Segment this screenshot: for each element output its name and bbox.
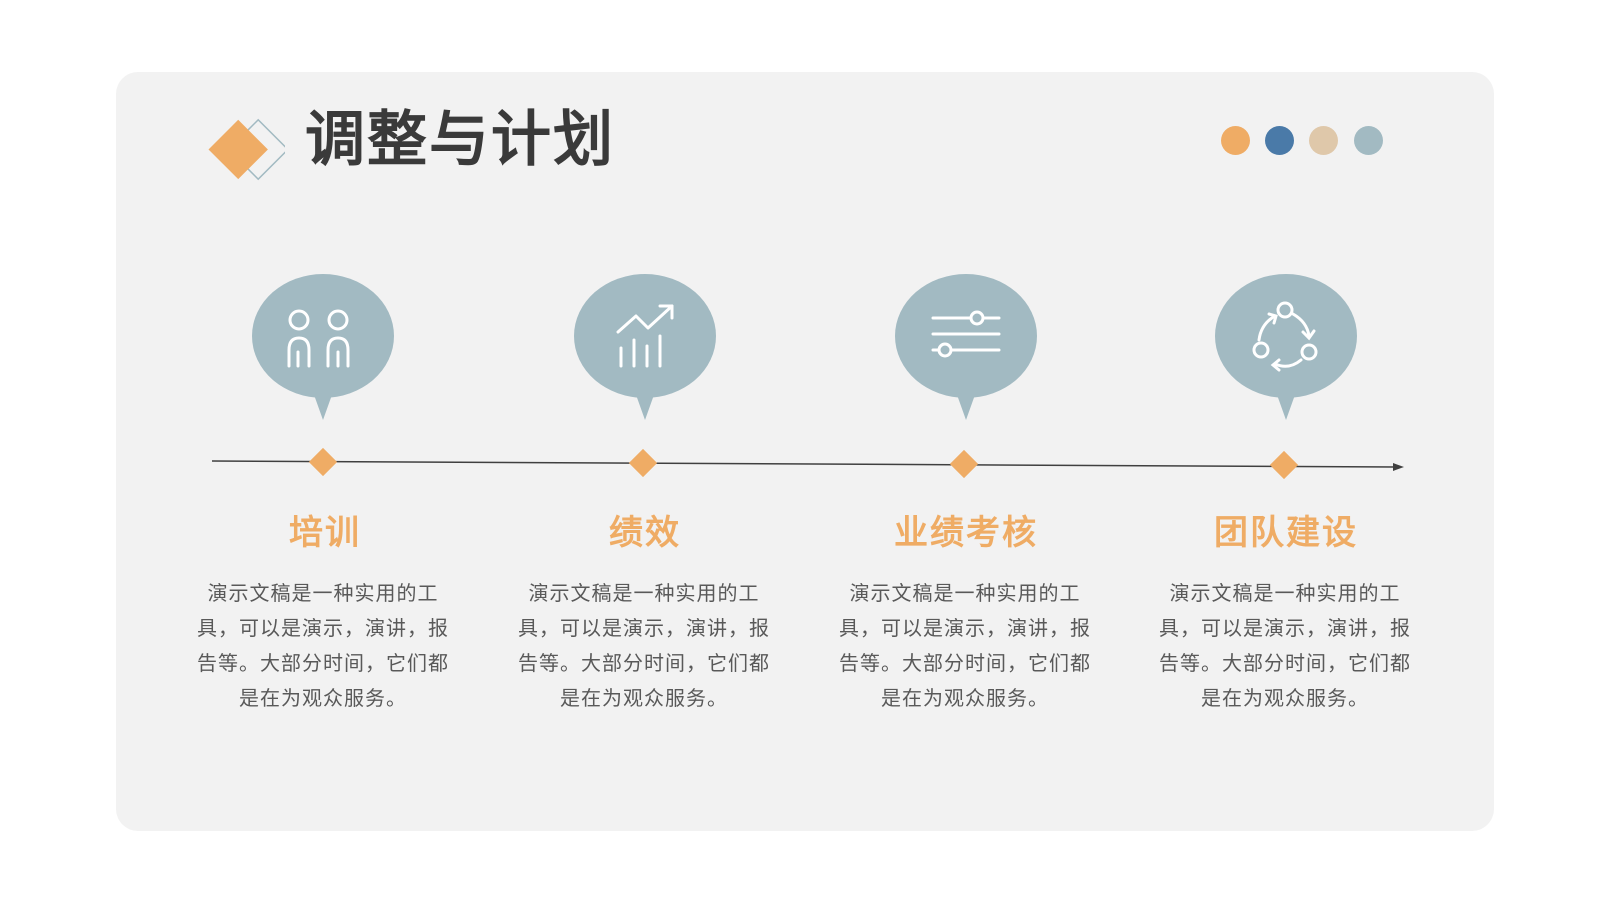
step-1-bubble [252,274,394,420]
step-2-bubble [574,274,716,420]
step-4-title: 团队建设 [1214,513,1358,553]
step-2-description: 演示文稿是一种实用的工具，可以是演示，演讲，报告等。大部分时间，它们都是在为观众… [518,581,770,710]
step-1-title: 培训 [289,513,361,553]
decor-dot-orange [1221,126,1250,155]
content-card [116,72,1494,831]
step-4-bubble [1215,274,1357,420]
step-3-bubble [895,274,1037,420]
cycle-icon [1252,301,1318,372]
step-2-title: 绩效 [609,513,681,553]
step-3-title: 业绩考核 [894,513,1038,553]
sliders-icon [931,310,1001,358]
step-1-description: 演示文稿是一种实用的工具，可以是演示，演讲，报告等。大部分时间，它们都是在为观众… [197,581,449,710]
decor-dot-blue [1265,126,1294,155]
step-3-description: 演示文稿是一种实用的工具，可以是演示，演讲，报告等。大部分时间，它们都是在为观众… [839,581,1091,710]
growth-chart-icon [616,304,674,368]
people-icon [287,309,350,368]
decor-dot-sand [1309,126,1338,155]
step-4-description: 演示文稿是一种实用的工具，可以是演示，演讲，报告等。大部分时间，它们都是在为观众… [1159,581,1411,710]
page-title: 调整与计划 [305,105,615,175]
diamond-logo-icon [208,118,285,181]
decor-dot-gray-blue [1354,126,1383,155]
